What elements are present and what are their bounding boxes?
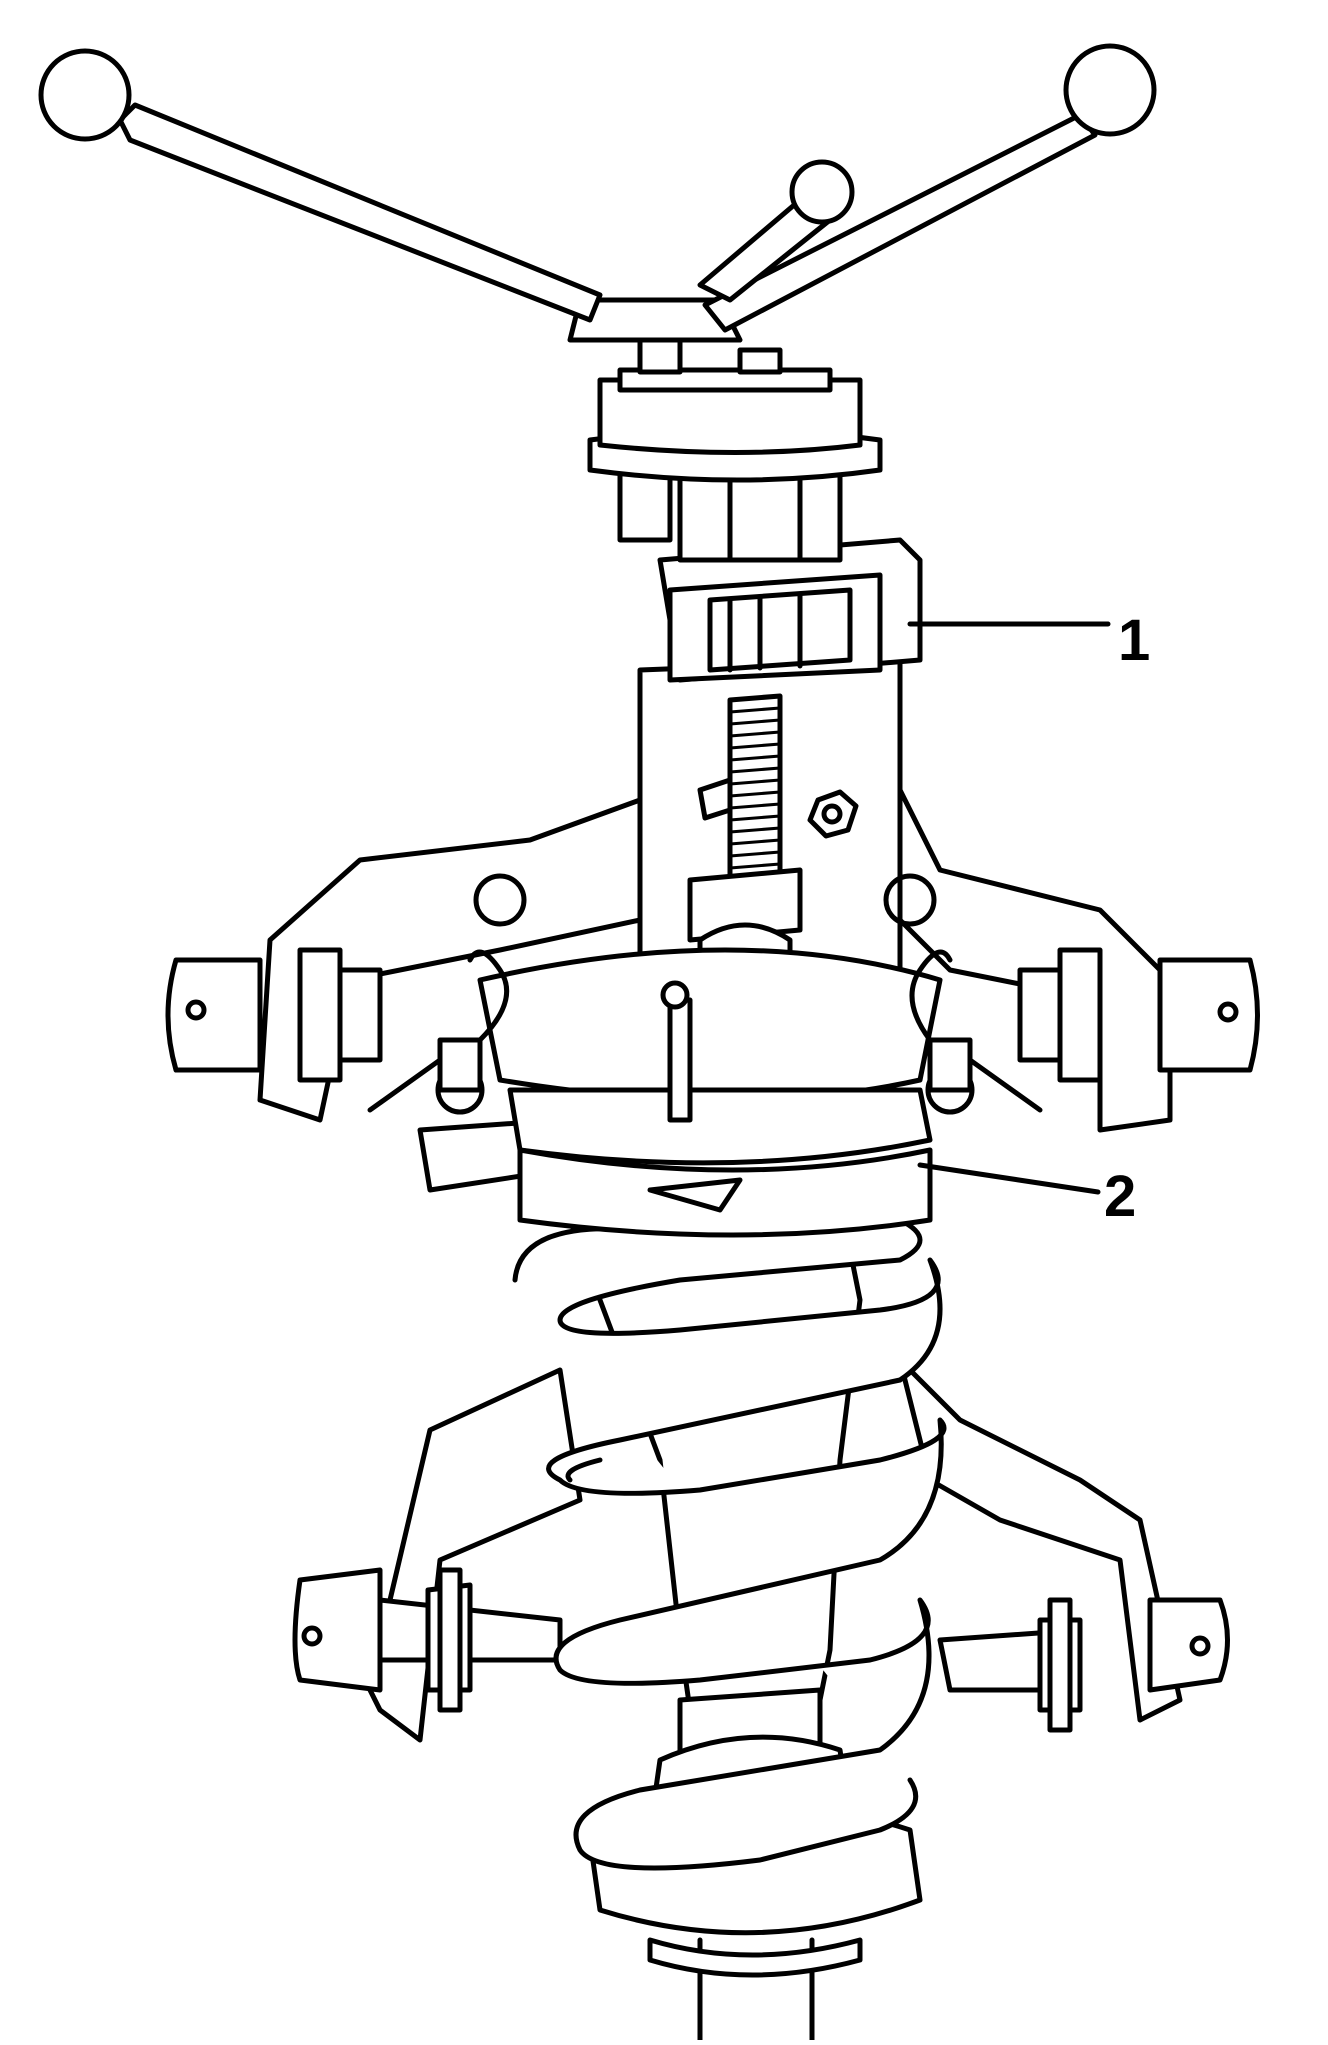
t-handle: [38, 43, 1157, 343]
threaded-screw: [687, 693, 803, 983]
top-cap: [587, 337, 883, 563]
leader-line-2: [917, 1162, 1101, 1195]
callout-label-2: 2: [1104, 1164, 1137, 1229]
retaining-pins: [367, 873, 1043, 1115]
handle-knob-right: [1063, 43, 1157, 137]
upper-spring-seat: [477, 947, 943, 1238]
leader-lines: [907, 621, 1111, 1195]
handle-knob-back: [789, 159, 855, 225]
lower-bracket: [292, 1357, 1230, 1743]
frame-nut-left: [697, 777, 733, 821]
compressor-frame: [637, 537, 923, 1013]
frame-nut-right: [807, 789, 859, 839]
coil-spring: [512, 1217, 947, 1871]
handle-knob-left: [38, 48, 132, 142]
callout-label-1: 1: [1118, 608, 1151, 673]
upper-bracket: [165, 787, 1260, 1133]
